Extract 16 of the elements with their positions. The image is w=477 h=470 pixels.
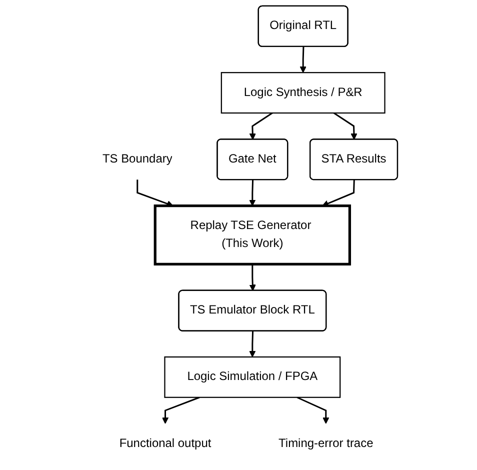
arrow: [249, 264, 256, 292]
arrow: [333, 112, 358, 140]
node-text: TS Boundary: [102, 152, 172, 166]
node-box: Logic Synthesis / P&R: [220, 72, 386, 114]
node-box: Replay TSE Generator (This Work): [154, 204, 351, 266]
arrow: [248, 331, 256, 358]
arrow: [300, 46, 306, 73]
node-box: Logic Simulation / FPGA: [164, 356, 340, 398]
arrow: [162, 396, 200, 424]
arrow: [322, 180, 355, 207]
arrow: [249, 112, 272, 140]
node-text: Functional output: [119, 437, 211, 450]
arrow: [296, 396, 329, 424]
arrow: [248, 180, 256, 206]
node-text: Timing-error trace: [278, 437, 373, 450]
arrow: [136, 180, 174, 207]
